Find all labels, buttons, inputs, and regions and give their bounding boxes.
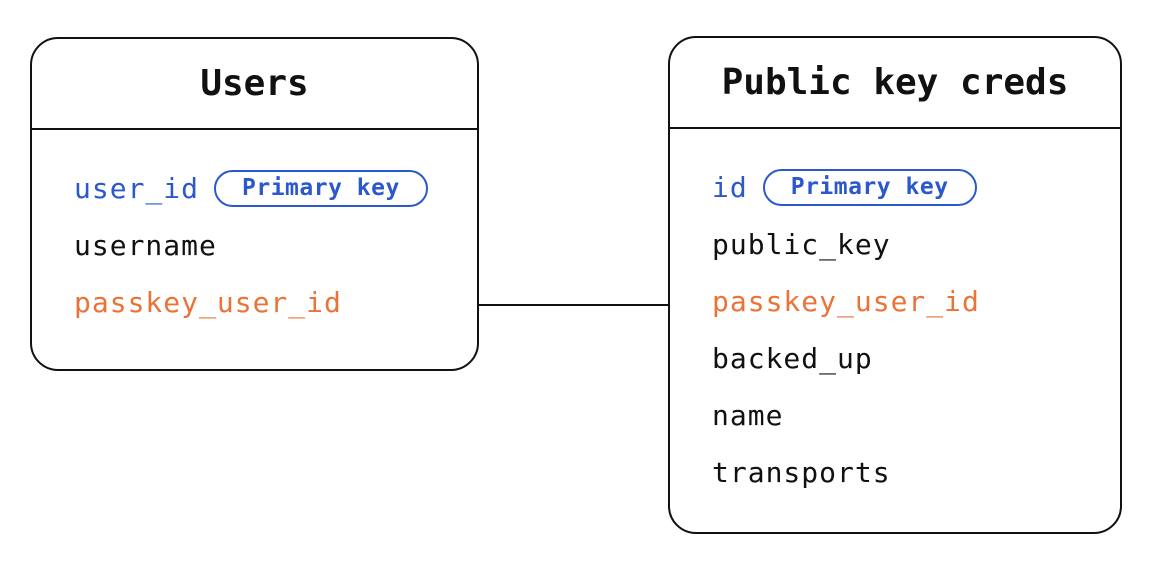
field-row-transports: transports (712, 444, 1120, 501)
field-name: transports (712, 456, 891, 489)
field-row-backed-up: backed_up (712, 330, 1120, 387)
field-name: passkey_user_id (712, 285, 980, 318)
field-row-name: name (712, 387, 1120, 444)
table-users-fields: user_id Primary key username passkey_use… (32, 130, 477, 331)
table-users: Users user_id Primary key username passk… (30, 37, 479, 371)
field-name: username (74, 229, 217, 262)
primary-key-badge: Primary key (762, 169, 977, 206)
field-row-passkey-user-id: passkey_user_id (74, 274, 477, 331)
field-row-id: id Primary key (712, 159, 1120, 216)
field-name: backed_up (712, 342, 873, 375)
primary-key-badge: Primary key (214, 170, 428, 207)
table-users-title: Users (32, 39, 477, 130)
field-row-user-id: user_id Primary key (74, 160, 477, 217)
field-name: name (712, 399, 784, 432)
field-name: passkey_user_id (74, 286, 342, 319)
field-row-username: username (74, 217, 477, 274)
field-name: id (712, 171, 748, 204)
field-name: user_id (74, 172, 200, 205)
relationship-line (479, 304, 668, 306)
table-public-key-creds: Public key creds id Primary key public_k… (668, 36, 1122, 534)
field-row-passkey-user-id: passkey_user_id (712, 273, 1120, 330)
field-row-public-key: public_key (712, 216, 1120, 273)
table-public-key-creds-fields: id Primary key public_key passkey_user_i… (670, 129, 1120, 501)
table-public-key-creds-title: Public key creds (670, 38, 1120, 129)
field-name: public_key (712, 228, 891, 261)
